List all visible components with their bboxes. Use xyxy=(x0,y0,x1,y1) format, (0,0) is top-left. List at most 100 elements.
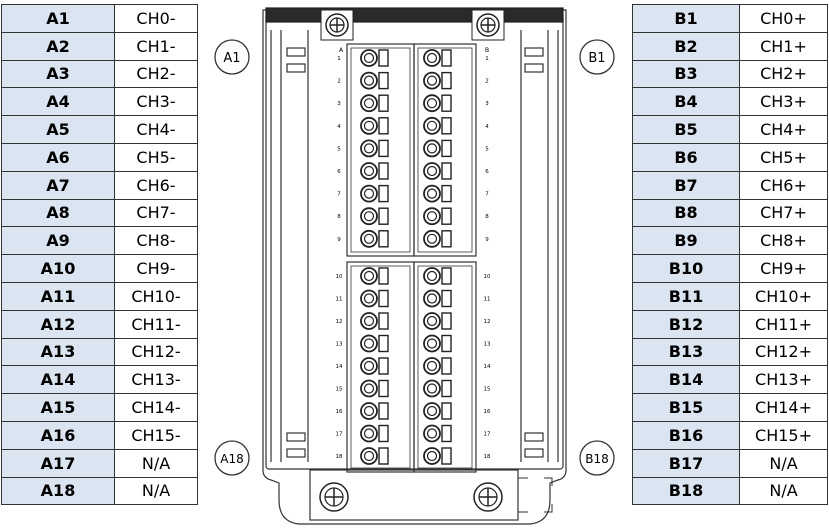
release-button-icon xyxy=(441,207,452,225)
release-button-icon xyxy=(378,94,389,112)
wire-hole-icon xyxy=(423,357,441,375)
a-signal-cell: CH14- xyxy=(114,393,198,422)
a-pin-cell: A16 xyxy=(1,420,115,450)
a-pin-cell: A8 xyxy=(1,198,115,228)
b-signal-cell: CH8+ xyxy=(739,226,828,256)
b-pin-cell: B14 xyxy=(632,365,740,395)
release-button-icon xyxy=(378,71,389,90)
terminal-number-b: 16 xyxy=(484,409,491,415)
terminal-number-b: 6 xyxy=(485,169,489,175)
release-button-icon xyxy=(441,424,452,443)
wire-hole-icon xyxy=(360,334,378,353)
wire-hole-inner-icon xyxy=(426,233,438,244)
wire-hole-inner-icon xyxy=(426,211,438,222)
terminal-number-a: 15 xyxy=(336,387,343,393)
release-button-icon xyxy=(378,230,389,248)
release-button-icon xyxy=(378,289,389,308)
wire-hole-inner-icon xyxy=(363,120,375,131)
wire-hole-icon xyxy=(360,312,378,330)
b-pin-cell: B13 xyxy=(632,337,740,367)
release-button-icon xyxy=(441,447,452,465)
b-signal-cell: CH10+ xyxy=(739,281,828,311)
release-button-icon xyxy=(441,402,452,420)
b-signal-cell: CH13+ xyxy=(739,365,828,395)
terminal-number-b: 4 xyxy=(485,124,489,130)
release-button-icon xyxy=(441,71,452,90)
terminal-number-b: 14 xyxy=(484,364,491,370)
b-pin-cell: B11 xyxy=(632,281,740,311)
terminal-number-a: 6 xyxy=(337,169,341,175)
wire-hole-icon xyxy=(423,229,441,248)
b-signal-cell: CH7+ xyxy=(739,198,828,228)
terminal-blocks xyxy=(346,43,477,473)
wire-hole-inner-icon xyxy=(363,270,375,282)
wire-hole-inner-icon xyxy=(426,75,438,86)
wire-hole-inner-icon xyxy=(363,338,375,349)
a-signal-cell: CH4- xyxy=(114,115,198,144)
wire-hole-icon xyxy=(423,312,441,330)
terminal-number-a: 3 xyxy=(337,101,341,107)
wire-hole-inner-icon xyxy=(363,165,375,177)
wire-hole-icon xyxy=(423,289,441,308)
wire-hole-inner-icon xyxy=(363,450,375,462)
wire-hole-inner-icon xyxy=(426,165,438,177)
a-signal-cell: CH1- xyxy=(114,31,198,61)
wire-hole-inner-icon xyxy=(363,143,375,154)
wire-hole-inner-icon xyxy=(363,293,375,304)
release-button-icon xyxy=(378,447,389,465)
a-signal-cell: CH15- xyxy=(114,420,198,450)
b-pin-cell: B6 xyxy=(632,142,740,172)
release-button-icon xyxy=(378,267,389,285)
a-pin-cell: A15 xyxy=(1,393,115,422)
wire-hole-icon xyxy=(360,162,378,180)
release-button-icon xyxy=(441,94,452,112)
wire-hole-icon xyxy=(360,71,378,90)
wire-hole-inner-icon xyxy=(426,383,438,394)
terminal-number-b: 1 xyxy=(485,56,489,62)
release-button-icon xyxy=(441,139,452,158)
wire-hole-icon xyxy=(423,71,441,90)
a-signal-cell: CH11- xyxy=(114,309,198,339)
callout-b18-label: B18 xyxy=(585,452,609,466)
terminal-number-b: 7 xyxy=(485,192,489,198)
terminal-number-a: 9 xyxy=(337,237,341,243)
release-button-icon xyxy=(378,139,389,158)
wire-hole-icon xyxy=(360,94,378,113)
terminal-number-b: 12 xyxy=(484,319,491,325)
wire-hole-inner-icon xyxy=(363,188,375,199)
wire-hole-icon xyxy=(423,162,441,180)
wire-hole-icon xyxy=(423,379,441,398)
terminal-number-a: 17 xyxy=(336,432,343,438)
wire-hole-icon xyxy=(423,334,441,353)
wire-hole-icon xyxy=(423,424,441,443)
a-signal-cell: CH12- xyxy=(114,337,198,367)
a-pin-cell: A1 xyxy=(1,4,115,33)
a-signal-cell: CH8- xyxy=(114,226,198,256)
wire-hole-inner-icon xyxy=(426,428,438,439)
terminal-number-a: 4 xyxy=(337,124,341,130)
wire-hole-icon xyxy=(423,184,441,203)
wire-hole-inner-icon xyxy=(426,293,438,304)
wire-hole-icon xyxy=(360,229,378,248)
terminal-number-b: 3 xyxy=(485,101,489,107)
wire-hole-inner-icon xyxy=(426,120,438,131)
wire-hole-icon xyxy=(423,139,441,158)
wire-hole-inner-icon xyxy=(363,233,375,244)
a-signal-cell: CH0- xyxy=(114,4,198,33)
wire-hole-inner-icon xyxy=(363,315,375,327)
terminal-number-a: 14 xyxy=(336,364,343,370)
a-signal-cell: CH7- xyxy=(114,198,198,228)
